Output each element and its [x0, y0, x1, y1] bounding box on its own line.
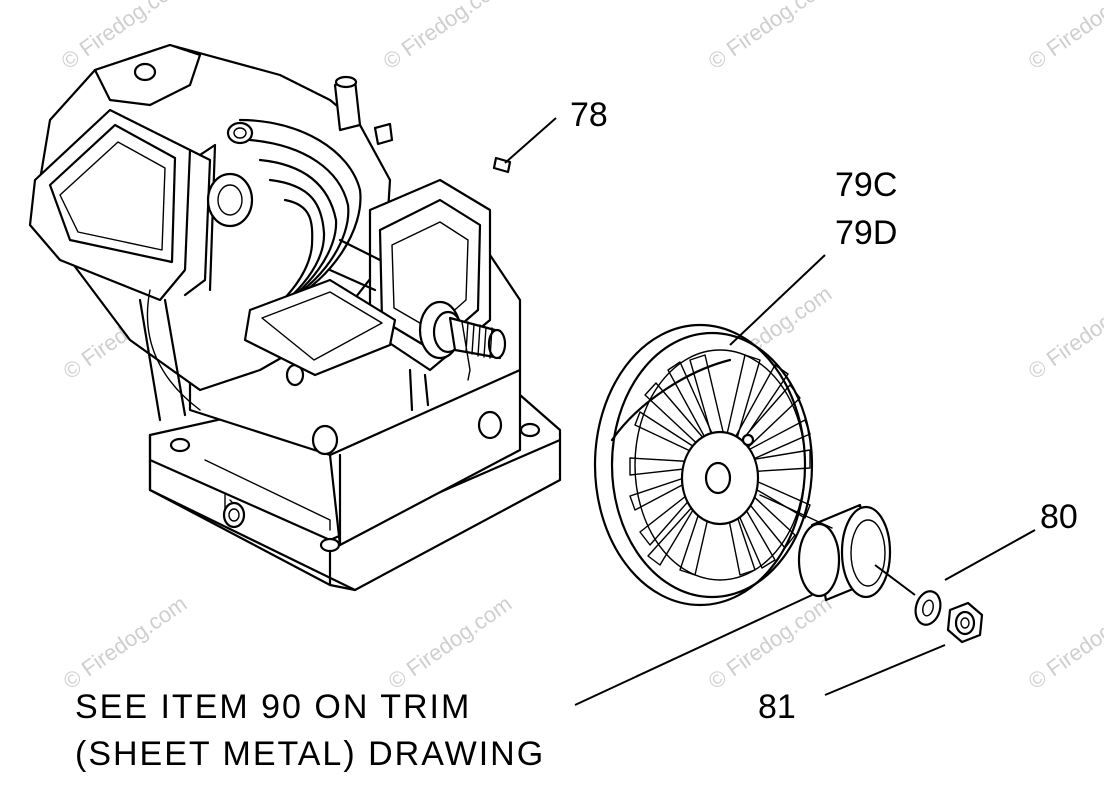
callout-79c: 79C	[835, 166, 897, 204]
leader-line-80	[944, 529, 1036, 581]
note-line-2: (SHEET METAL) DRAWING	[75, 735, 545, 773]
leader-line-79	[729, 254, 826, 346]
watermark: © Firedog.com	[1024, 281, 1104, 384]
callout-79d: 79D	[835, 214, 897, 252]
engine-block-illustration	[28, 43, 562, 592]
collar-cup	[574, 494, 892, 706]
watermark: © Firedog.com	[704, 0, 837, 74]
crankshaft	[418, 300, 507, 381]
reference-note: SEE ITEM 90 ON TRIM (SHEET METAL) DRAWIN…	[75, 688, 545, 773]
watermark: © Firedog.com	[59, 591, 192, 694]
watermark: © Firedog.com	[704, 591, 837, 694]
note-line-1: SEE ITEM 90 ON TRIM	[75, 688, 471, 726]
washer-part-80: 80	[874, 498, 1078, 626]
leader-line-note	[574, 594, 813, 706]
watermark: © Firedog.com	[384, 591, 517, 694]
flywheel-fan-part-79: 79C 79D	[593, 166, 897, 607]
watermark: © Firedog.com	[379, 0, 512, 74]
callout-80: 80	[1040, 498, 1078, 536]
key-part-78: 78	[492, 96, 608, 174]
watermark: © Firedog.com	[1024, 591, 1104, 694]
callout-78: 78	[570, 96, 608, 134]
callout-81: 81	[758, 688, 796, 726]
watermark: © Firedog.com	[1024, 0, 1104, 74]
leader-line-78	[504, 117, 557, 164]
nut-part-81: 81	[758, 601, 984, 726]
leader-line-81	[824, 644, 946, 696]
